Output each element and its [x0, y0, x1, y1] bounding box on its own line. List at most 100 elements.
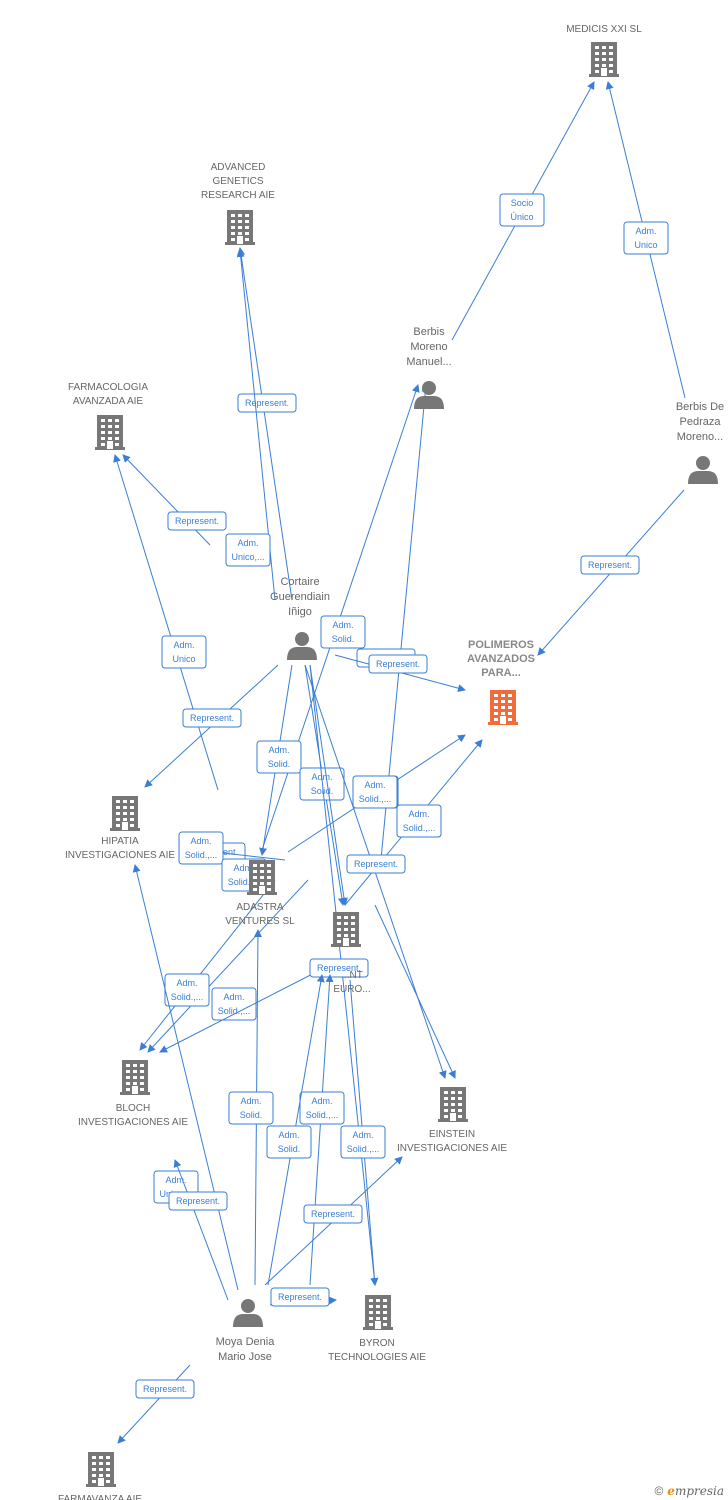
edge-label-text: Adm. [352, 1130, 373, 1140]
building-icon[interactable] [331, 912, 361, 947]
edge-label-text: Represent. [175, 516, 219, 526]
edge-16: Adm. Solid.,... [309, 664, 442, 1286]
edge-label-box[interactable] [228, 1091, 274, 1125]
edge-label-box[interactable] [396, 804, 442, 838]
edge-label-text: Adm. [240, 1096, 261, 1106]
edge-label-text: Solid.,... [228, 877, 261, 887]
edge-label-box[interactable] [266, 1125, 312, 1159]
edge-label-box[interactable] [256, 740, 302, 774]
node-label: ADVANCED [211, 162, 266, 173]
building-icon[interactable] [86, 1452, 116, 1487]
person-icon[interactable] [688, 456, 718, 484]
edge-line [147, 879, 309, 1053]
building-icon[interactable] [438, 1087, 468, 1122]
edge-22: Adm.Solid.,... [211, 904, 456, 1079]
edge-label-box[interactable] [182, 708, 242, 728]
edge-label-text: Represent. [311, 1209, 355, 1219]
edge-label-box[interactable] [623, 221, 669, 255]
node-label: Berbis De [676, 401, 724, 413]
edge-label-text: Unico,... [231, 552, 264, 562]
node-management[interactable]: ...NTEURO... [331, 912, 371, 995]
edge-label-text: Solid.,... [171, 992, 204, 1002]
edge-label-box[interactable] [270, 1287, 330, 1307]
edge-label-box[interactable] [299, 1091, 345, 1125]
building-icon[interactable] [589, 42, 619, 77]
building-icon[interactable] [247, 860, 277, 895]
edge-line [139, 879, 276, 1051]
edge-label-box[interactable] [303, 1204, 363, 1224]
edge-label-box[interactable] [161, 635, 207, 669]
edge-label-box[interactable] [346, 854, 406, 874]
edge-label-box[interactable] [309, 958, 369, 978]
edge-label-box[interactable] [320, 615, 366, 649]
edge-label-text: Represent. [354, 859, 398, 869]
node-medicis[interactable]: MEDICIS XXI SL [566, 24, 642, 77]
node-label: BLOCH [116, 1103, 150, 1114]
edge-label-box[interactable] [211, 987, 257, 1021]
edge-label-box[interactable] [499, 193, 545, 227]
person-icon[interactable] [233, 1299, 263, 1327]
edge-line [237, 247, 293, 601]
node-berbisd[interactable]: Berbis DePedrazaMoreno... [676, 401, 724, 484]
node-label: TECHNOLOGIES AIE [328, 1352, 426, 1363]
building-icon[interactable] [488, 690, 518, 725]
node-label: INVESTIGACIONES AIE [78, 1117, 188, 1128]
node-label: Manuel... [406, 356, 451, 368]
person-icon[interactable] [414, 381, 444, 409]
building-icon[interactable] [110, 796, 140, 831]
person-icon[interactable] [287, 632, 317, 660]
node-berbism[interactable]: BerbisMorenoManuel... [406, 326, 452, 409]
edge-line [309, 664, 348, 906]
node-bloch[interactable]: BLOCH INVESTIGACIONES AIE [78, 1060, 188, 1128]
edge-label-box[interactable] [167, 511, 227, 531]
edge-label-text: Represent. [317, 963, 361, 973]
node-farmavanza[interactable]: FARMAVANZA AIE [58, 1452, 142, 1500]
node-label: ...NT [341, 970, 363, 981]
building-icon[interactable] [120, 1060, 150, 1095]
edge-label-text: Único [510, 212, 533, 222]
edge-label-box[interactable] [225, 533, 271, 567]
edge-label-box[interactable] [237, 393, 297, 413]
edge-10: Represent. [144, 664, 279, 788]
edge-26: Adm. Solid. [266, 974, 325, 1286]
edge-label-text: Adm. [278, 1130, 299, 1140]
building-icon[interactable] [95, 415, 125, 450]
node-label: AVANZADA AIE [73, 396, 144, 407]
brand-logo: empresia [667, 1484, 724, 1498]
edge-12: Adm.Solid. [299, 664, 346, 906]
edge-label-text: Represent. [278, 1292, 322, 1302]
edge-label-box[interactable] [352, 775, 398, 809]
edge-label-text: Solid.,... [347, 1144, 380, 1154]
edge-28: Adm.Unico,... [132, 864, 239, 1291]
edge-label-box[interactable] [368, 654, 428, 674]
edge-label-text: Unico [172, 654, 195, 664]
node-polimeros[interactable]: POLIMEROSAVANZADOSPARA... [467, 639, 535, 725]
edge-label-text: Adm. [173, 640, 194, 650]
edge-label-box[interactable] [168, 1191, 228, 1211]
footer-brand: ©empresia [654, 1484, 724, 1498]
edge-label-box[interactable] [135, 1379, 195, 1399]
node-label: Iñigo [288, 606, 312, 618]
node-label: Cortaire [280, 576, 319, 588]
edges-layer: SocioÚnicoAdm.UnicoRepresent.Represent.R… [113, 81, 686, 1444]
edge-21: Adm.Solid.,... [147, 879, 309, 1053]
edge-label-text: Solid. [278, 1144, 301, 1154]
edge-label-box[interactable] [580, 555, 640, 575]
building-icon[interactable] [225, 210, 255, 245]
edge-label-box[interactable] [178, 831, 224, 865]
edge-label-text: Represent. [143, 1384, 187, 1394]
building-icon[interactable] [363, 1295, 393, 1330]
edge-label-box[interactable] [340, 1125, 386, 1159]
edge-5: Adm.Unico,... [225, 249, 276, 601]
